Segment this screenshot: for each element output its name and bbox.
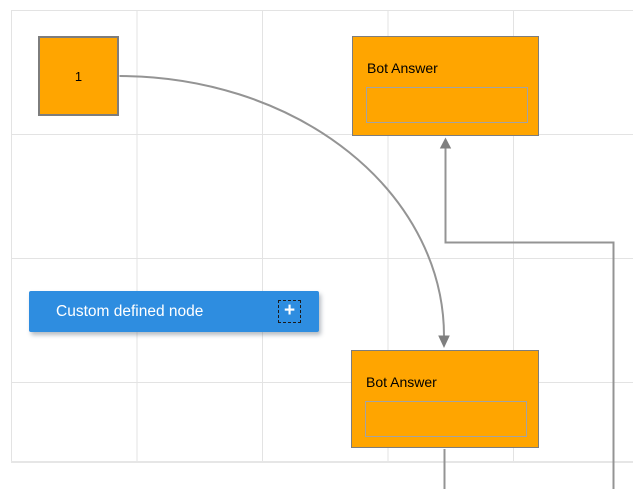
custom-defined-node-label: Custom defined node — [56, 302, 204, 320]
connector-orthogonal-path[interactable] — [444, 148, 615, 489]
start-node-label: 1 — [74, 68, 83, 84]
bot-answer-top-title: Bot Answer — [367, 60, 438, 76]
connector-curved-path[interactable] — [119, 75, 445, 337]
bot-answer-bottom-input[interactable] — [365, 401, 527, 437]
arrowhead-down-icon — [438, 335, 450, 348]
start-node[interactable]: 1 — [38, 36, 119, 116]
connector-orthogonal[interactable] — [439, 137, 615, 489]
bot-answer-node-bottom[interactable]: Bot Answer — [351, 350, 539, 448]
add-button[interactable]: + — [278, 300, 301, 323]
connector-curved[interactable] — [119, 75, 450, 348]
bot-answer-top-input[interactable] — [366, 87, 528, 123]
plus-icon: + — [283, 300, 296, 321]
bot-answer-bottom-title: Bot Answer — [366, 374, 437, 390]
bot-answer-node-top[interactable]: Bot Answer — [352, 36, 539, 136]
arrowhead-up-icon — [439, 137, 452, 149]
custom-defined-node[interactable]: Custom defined node + — [29, 291, 319, 332]
